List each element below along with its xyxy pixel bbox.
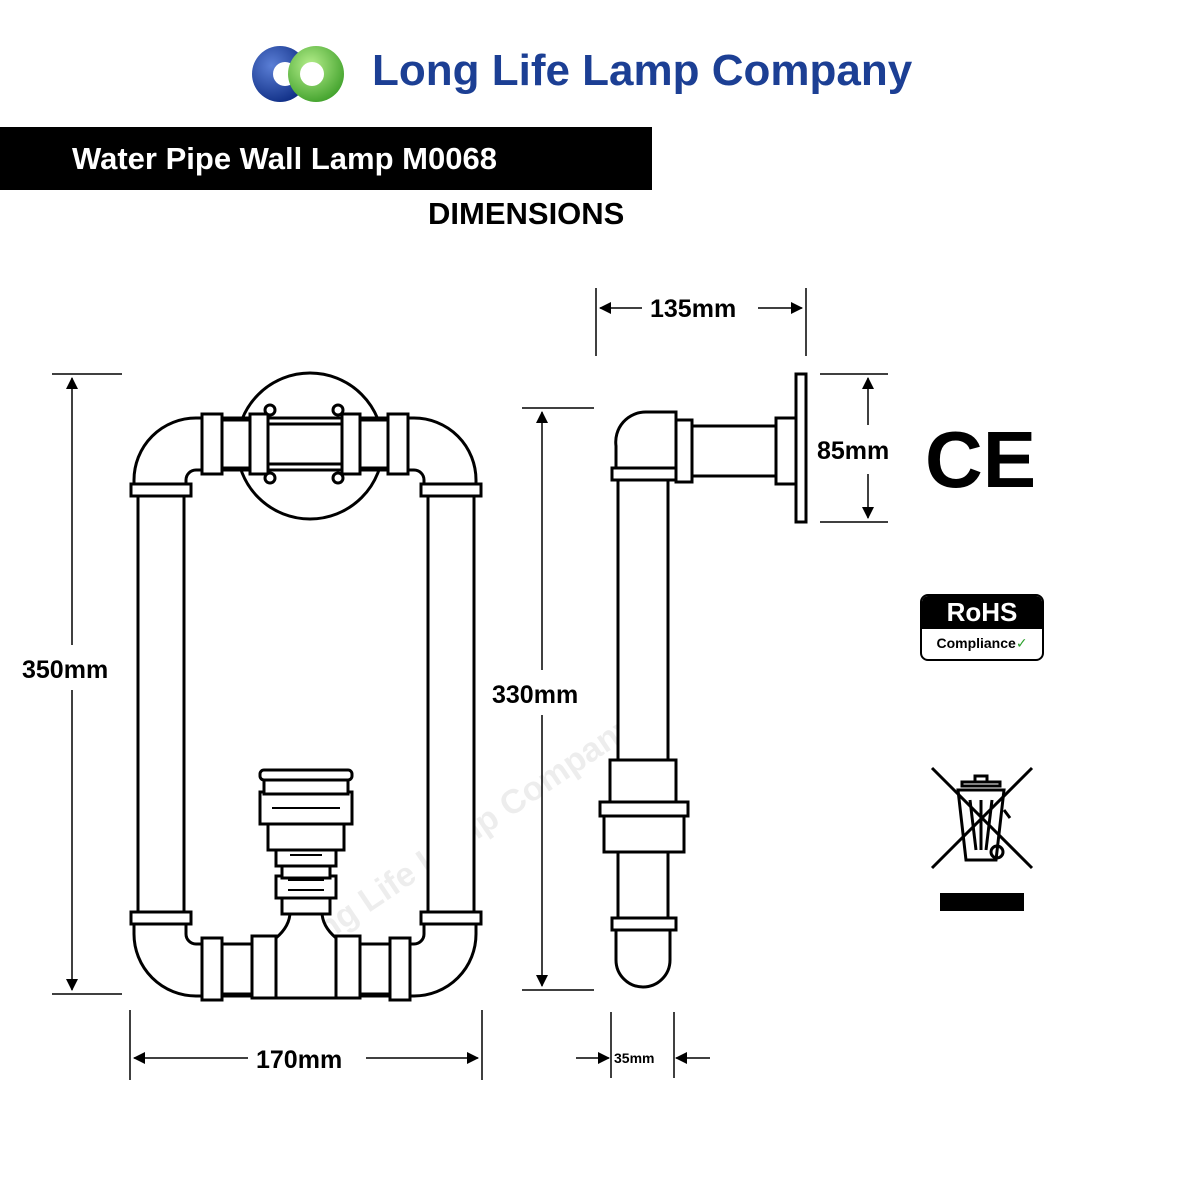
check-icon: ✓ (1015, 635, 1028, 651)
front-view (129, 371, 483, 1002)
rohs-subtitle: Compliance (936, 635, 1016, 651)
company-logo-icon (252, 46, 344, 102)
dim-label-depth: 135mm (650, 295, 736, 323)
dim-label-inner-height: 330mm (492, 681, 578, 709)
rohs-subtitle-row: Compliance✓ (922, 629, 1042, 659)
section-title: DIMENSIONS (428, 196, 625, 231)
dim-label-plate-height: 85mm (817, 437, 889, 465)
ce-mark-icon: CE (925, 415, 1036, 504)
dim-label-front-width: 170mm (256, 1046, 342, 1074)
weee-bar (940, 893, 1024, 911)
brand-name: Long Life Lamp Company (372, 46, 913, 95)
rohs-badge: RoHS Compliance✓ (920, 594, 1044, 661)
dim-label-pipe-diameter: 35mm (614, 1050, 654, 1066)
dim-label-front-height: 350mm (22, 656, 108, 684)
side-view (598, 372, 808, 989)
rohs-title: RoHS (922, 596, 1042, 629)
header: Long Life Lamp Company (0, 0, 1200, 125)
product-title: Water Pipe Wall Lamp M0068 (72, 141, 497, 176)
crossed-out-wheelie-bin-icon (930, 766, 1034, 870)
title-bar: Water Pipe Wall Lamp M0068 (0, 127, 652, 190)
